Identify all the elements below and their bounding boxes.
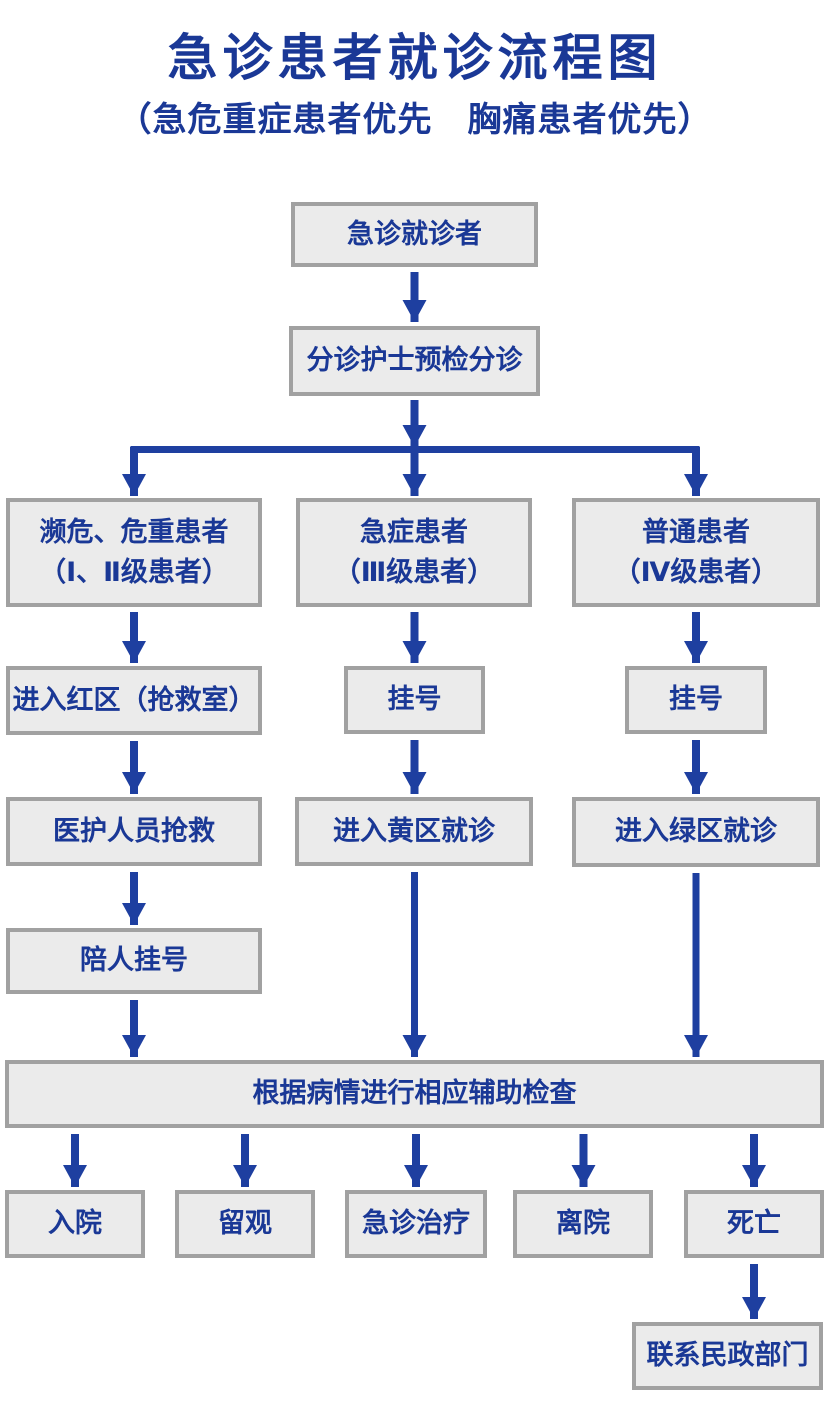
node-register-mid: 挂号: [344, 666, 485, 734]
node-admission: 入院: [5, 1190, 145, 1258]
node-label: 陪人挂号: [80, 945, 188, 976]
node-green-zone: 进入绿区就诊: [572, 797, 820, 867]
node-label: 进入红区（抢救室）: [12, 684, 256, 715]
node-auxiliary-exam: 根据病情进行相应辅助检查: [5, 1060, 824, 1128]
node-label-line1: 濒危、危重患者: [39, 517, 229, 548]
node-ordinary-patients: 普通患者 （Ⅳ级患者）: [572, 498, 820, 607]
node-er-treatment: 急诊治疗: [345, 1190, 487, 1258]
node-label: 留观: [218, 1208, 272, 1239]
node-label: 离院: [556, 1208, 610, 1239]
node-critical-patients: 濒危、危重患者 （Ⅰ、Ⅱ级患者）: [6, 498, 262, 607]
page-title: 急诊患者就诊流程图: [167, 30, 663, 86]
node-label: 急诊就诊者: [347, 218, 482, 249]
node-label: 医护人员抢救: [53, 815, 215, 846]
node-label: 死亡: [727, 1208, 781, 1239]
node-label-line1: 普通患者: [642, 517, 750, 548]
node-label: 分诊护士预检分诊: [306, 345, 523, 376]
node-label-line1: 急症患者: [360, 517, 468, 548]
node-label-line2: （Ⅲ级患者）: [333, 556, 495, 587]
node-urgent-patients: 急症患者 （Ⅲ级患者）: [296, 498, 532, 607]
node-label: 急诊治疗: [362, 1208, 470, 1239]
node-label: 挂号: [669, 684, 723, 715]
node-death: 死亡: [684, 1190, 824, 1258]
node-label: 入院: [48, 1208, 102, 1239]
node-label: 根据病情进行相应辅助检查: [252, 1078, 577, 1109]
node-label: 进入绿区就诊: [615, 816, 777, 847]
node-companion-register: 陪人挂号: [6, 928, 262, 994]
node-discharge: 离院: [513, 1190, 653, 1258]
node-label: 联系民政部门: [646, 1340, 809, 1371]
node-label: 进入黄区就诊: [333, 815, 495, 846]
node-medical-rescue: 医护人员抢救: [6, 797, 262, 866]
node-yellow-zone: 进入黄区就诊: [295, 797, 533, 866]
node-red-zone: 进入红区（抢救室）: [6, 666, 262, 735]
node-triage-nurse: 分诊护士预检分诊: [289, 326, 540, 396]
node-emergency-patient: 急诊就诊者: [291, 202, 538, 267]
page-subtitle: （急危重症患者优先 胸痛患者优先）: [117, 101, 713, 139]
node-label-line2: （Ⅰ、Ⅱ级患者）: [39, 556, 229, 587]
node-register-right: 挂号: [625, 666, 767, 734]
node-label: 挂号: [387, 684, 442, 715]
node-civil-affairs: 联系民政部门: [632, 1322, 823, 1390]
node-observation: 留观: [175, 1190, 315, 1258]
node-label-line2: （Ⅳ级患者）: [613, 556, 779, 587]
